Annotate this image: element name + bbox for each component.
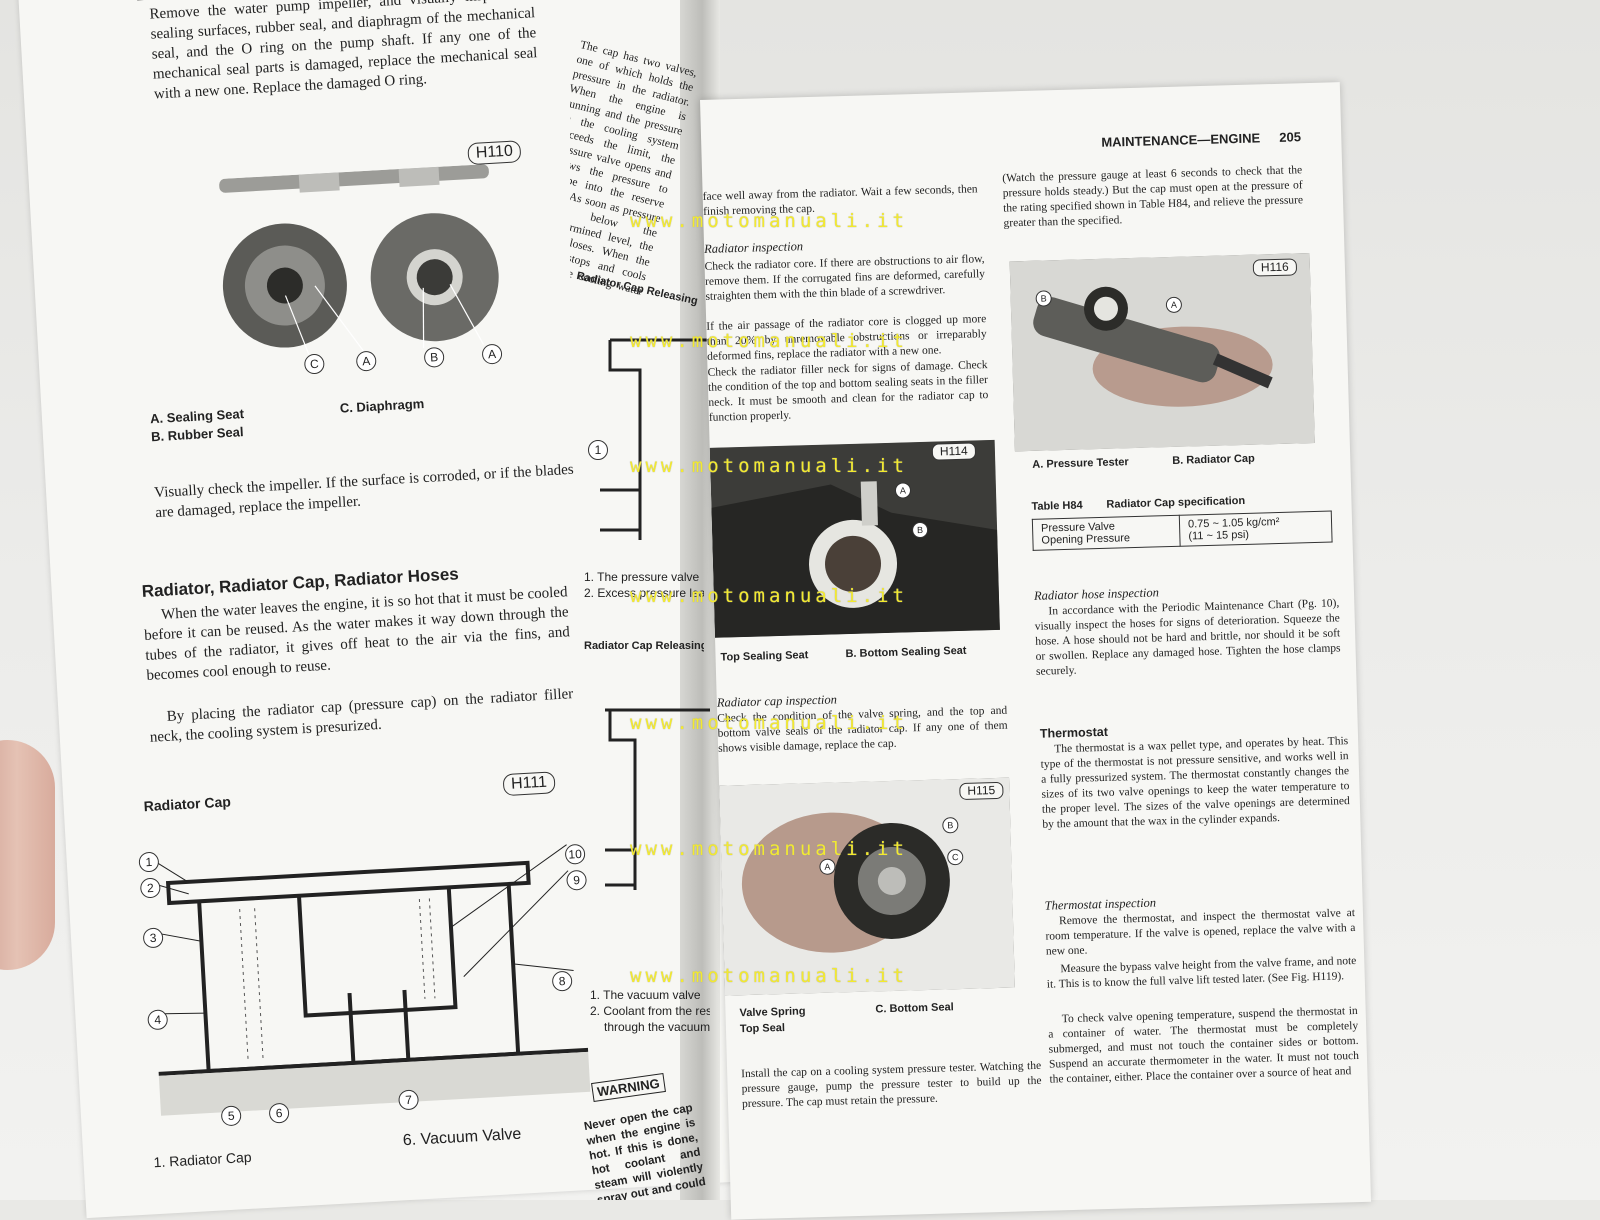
thermostat-heading: Thermostat: [1039, 724, 1109, 741]
pressure-tester-photo: [1009, 253, 1315, 452]
watermark: www.motomanuali.it: [630, 712, 908, 734]
figure-tag-h111: H111: [502, 771, 556, 797]
table-title: Radiator Cap specification: [1106, 494, 1246, 511]
vacuum-list-2: 2. Coolant from the reserve tank: [590, 1004, 710, 1018]
thumb: [0, 740, 55, 970]
cap-valves-paragraph: The cap has two valves, one of which hol…: [570, 38, 699, 300]
warning-text: Never open the cap when the engine is ho…: [583, 1102, 707, 1200]
figure-tag-h114: H114: [931, 442, 976, 461]
table-id: Table H84: [1031, 499, 1083, 513]
pressure-hold-text: (Watch the pressure gauge at least 6 sec…: [1002, 164, 1304, 230]
figure-tag-h110: H110: [467, 140, 522, 166]
callout-5: 5: [220, 1105, 242, 1127]
watermark: www.motomanuali.it: [630, 838, 908, 860]
cap-spec-table: Pressure Valve Opening Pressure 0.75 ~ 1…: [1032, 511, 1333, 551]
thermostat-inspection-heading: Thermostat inspection: [1044, 895, 1157, 913]
caption-cap-releasing-vacuum: Radiator Cap Releasing Vacuum: [584, 640, 704, 652]
radiator-core-text-1: Check the radiator core. If there are ob…: [704, 253, 986, 303]
watermark: www.motomanuali.it: [630, 965, 908, 987]
caption-top-seal: Top Seal: [739, 1021, 786, 1036]
right-page: MAINTENANCE—ENGINE 205 face well away fr…: [700, 82, 1372, 1220]
callout-release-1: 1: [588, 440, 608, 460]
thermostat-inspection-text-3: To check valve opening temperature, susp…: [1048, 1004, 1360, 1086]
thermostat-inspection-text-1: Remove the thermostat, and inspect the t…: [1045, 907, 1356, 958]
caption-vacuum-valve: 6. Vacuum Valve: [402, 1125, 522, 1150]
caption-pressure-tester: A. Pressure Tester: [1032, 456, 1129, 471]
thermostat-inspection-text-2: Measure the bypass valve height from the…: [1046, 955, 1357, 991]
watermark: www.motomanuali.it: [630, 585, 908, 607]
caption-valve-spring: Valve Spring: [739, 1005, 806, 1020]
table-row-label-2: Opening Pressure: [1041, 532, 1131, 547]
filler-neck-photo: [709, 439, 1000, 638]
vacuum-list-3: through the vacuum valve: [604, 1020, 710, 1034]
cap-photo: [719, 777, 1015, 996]
warning-label: WARNING: [591, 1073, 666, 1102]
figure-tag-h115: H115: [959, 781, 1004, 801]
watermark: www.motomanuali.it: [630, 330, 908, 352]
figure-h110: [149, 161, 562, 423]
release-list-1: 1. The pressure valve: [584, 570, 700, 584]
right-page-header: MAINTENANCE—ENGINE: [1101, 130, 1261, 150]
watermark: www.motomanuali.it: [630, 210, 908, 232]
figure-tag-h116: H116: [1252, 258, 1297, 277]
radiator-core-text-3: Check the radiator filler neck for signs…: [707, 359, 989, 424]
thermostat-text: The thermostat is a wax pellet type, and…: [1040, 735, 1350, 831]
middle-column: The cap has two valves, one of which hol…: [570, 30, 710, 1200]
release-list-2: 2. Excess pressure leaves: [584, 586, 704, 600]
vacuum-list-1: 1. The vacuum valve: [590, 988, 701, 1002]
radiator-cap-diagram: [126, 819, 611, 1125]
radiator-paragraph-2: By placing the radiator cap (pressure ca…: [149, 686, 574, 746]
watermark: www.motomanuali.it: [630, 455, 908, 477]
caption-bottom-sealing-seat: B. Bottom Sealing Seat: [845, 644, 967, 661]
caption-bottom-seal: C. Bottom Seal: [875, 1001, 954, 1016]
callout-6: 6: [268, 1102, 290, 1124]
cap-vacuum-diagram: [605, 708, 710, 890]
impeller-paragraph: Visually check the impeller. If the surf…: [153, 461, 575, 522]
pressure-tester-text: Install the cap on a cooling system pres…: [741, 1059, 1042, 1111]
right-page-number: 205: [1279, 129, 1302, 145]
left-page-number: 204: [136, 0, 160, 3]
caption-radiator-cap-h116: B. Radiator Cap: [1172, 452, 1255, 467]
caption-top-sealing-seat: Top Sealing Seat: [720, 649, 809, 664]
left-page: 204 Remove the water pump impeller, and …: [18, 0, 776, 1219]
radiator-inspection-heading: Radiator inspection: [703, 239, 804, 256]
intro-paragraph: Remove the water pump impeller, and visu…: [149, 0, 538, 103]
table-value-2: (11 ~ 15 psi): [1188, 528, 1250, 543]
caption-radiator-cap: 1. Radiator Cap: [153, 1148, 253, 1171]
cap-releasing-diagram: [600, 338, 710, 540]
hose-inspection-text: In accordance with the Periodic Maintena…: [1034, 597, 1341, 678]
figure-title-radiator-cap: Radiator Cap: [143, 793, 232, 815]
mechanical-seal-photo: [219, 162, 499, 355]
caption-rubber-seal: B. Rubber Seal: [150, 424, 244, 445]
